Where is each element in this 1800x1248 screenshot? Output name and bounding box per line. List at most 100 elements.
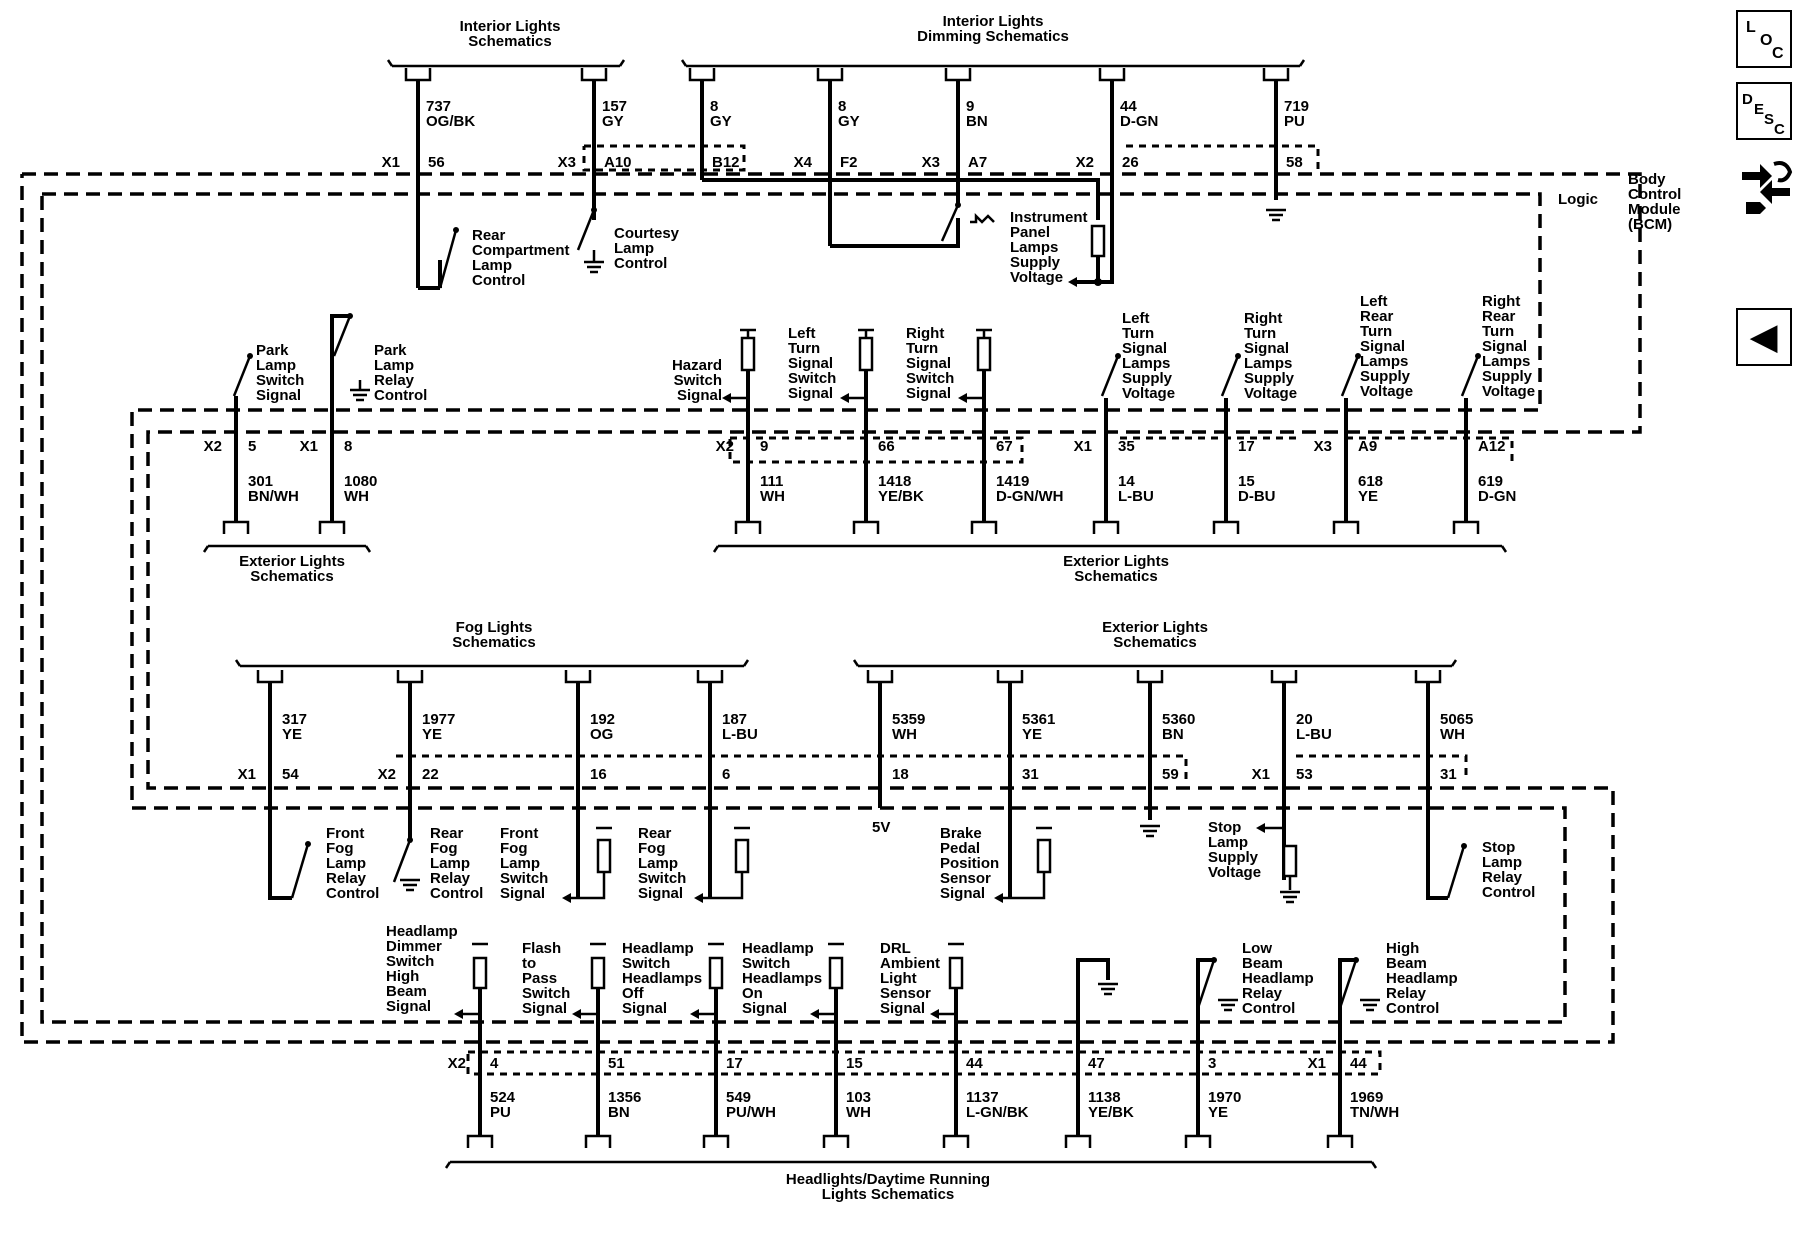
reference-bracket (618, 59, 626, 67)
switch-contact (305, 841, 311, 847)
row4-pin-label: 17 (726, 1055, 743, 1072)
connector-symbol (696, 670, 724, 684)
reference-bracket (386, 59, 394, 67)
row1-pin-label: A10 (604, 154, 632, 171)
desc-button[interactable]: D E S C (1736, 82, 1792, 140)
row1-conn-label: X3 (922, 154, 940, 171)
switch-contact (1355, 353, 1361, 359)
desc-d: D (1742, 91, 1753, 108)
signal-arrow (722, 393, 731, 403)
resistor-symbol (948, 956, 964, 990)
row3-conn-label: X1 (1252, 766, 1270, 783)
wire-8-join (702, 178, 1100, 220)
connector-tool-button[interactable] (1738, 150, 1794, 224)
row2-pin-label: 67 (996, 438, 1013, 455)
row3-pin-label: 54 (282, 766, 299, 783)
row2-pin-label: 5 (248, 438, 256, 455)
connector-symbol (256, 670, 284, 684)
connector-symbol (734, 520, 762, 534)
switch-contact (1461, 843, 1467, 849)
connector-symbol (1270, 670, 1298, 684)
row2-pin-label: 9 (760, 438, 768, 455)
connector-symbol (584, 1134, 612, 1148)
signal-arrow (994, 893, 1003, 903)
reference-bracket (234, 659, 242, 667)
resistor-symbol (472, 956, 488, 990)
row4-pin-label: 51 (608, 1055, 625, 1072)
signal-arrow (958, 393, 967, 403)
row2-pin-label: A12 (1478, 438, 1506, 455)
x3-connector-outline (582, 144, 746, 172)
row1-conn-label: X4 (794, 154, 813, 171)
connector-symbol (866, 670, 894, 684)
reference-bracket (680, 59, 688, 67)
row1-pin-label: 26 (1122, 154, 1139, 171)
x1-row3-outline (1296, 754, 1468, 780)
switch-contact (1353, 957, 1359, 963)
switch-symbol (1338, 959, 1358, 1009)
row3-pin-label: 16 (590, 766, 607, 783)
x2-connector-outline (1126, 144, 1320, 170)
x3-row2-outline (1346, 436, 1514, 462)
resistor-symbol (596, 838, 612, 874)
x2-row2-outline (728, 436, 1024, 464)
reference-bracket (202, 545, 210, 553)
row3-pin-label: 53 (1296, 766, 1313, 783)
resistor-symbol (734, 838, 750, 874)
switch-symbol (392, 839, 412, 883)
row3-pin-label: 6 (722, 766, 730, 783)
back-button[interactable]: ◀ (1736, 308, 1792, 366)
pwm-symbol (970, 212, 995, 224)
switch-contact (247, 353, 253, 359)
switch-symbol (232, 355, 252, 397)
switch-contact (1235, 353, 1241, 359)
connector-symbol (996, 670, 1024, 684)
row3-pin-label: 22 (422, 766, 439, 783)
connector-symbol (1092, 520, 1120, 534)
connector-symbol (1414, 670, 1442, 684)
signal-arrow (694, 893, 703, 903)
row3-pin-label: 18 (892, 766, 909, 783)
row2-pin-label: 35 (1118, 438, 1135, 455)
desc-icon: D E S C (1742, 91, 1785, 138)
signal-arrow (840, 393, 849, 403)
switch-symbol (1460, 355, 1480, 397)
row4-pin-label: 47 (1088, 1055, 1105, 1072)
desc-s: S (1764, 111, 1774, 128)
row1-conn-label: X2 (1076, 154, 1094, 171)
switch-contact (1211, 957, 1217, 963)
reference-bracket (1500, 545, 1508, 553)
loc-button[interactable]: L O C (1736, 10, 1792, 68)
connector-symbol (580, 68, 608, 82)
signal-arrow (690, 1009, 699, 1019)
pullup-lead (578, 872, 606, 900)
switch-contact (1475, 353, 1481, 359)
row4-pin-label: 44 (966, 1055, 983, 1072)
connector-symbol (1184, 1134, 1212, 1148)
